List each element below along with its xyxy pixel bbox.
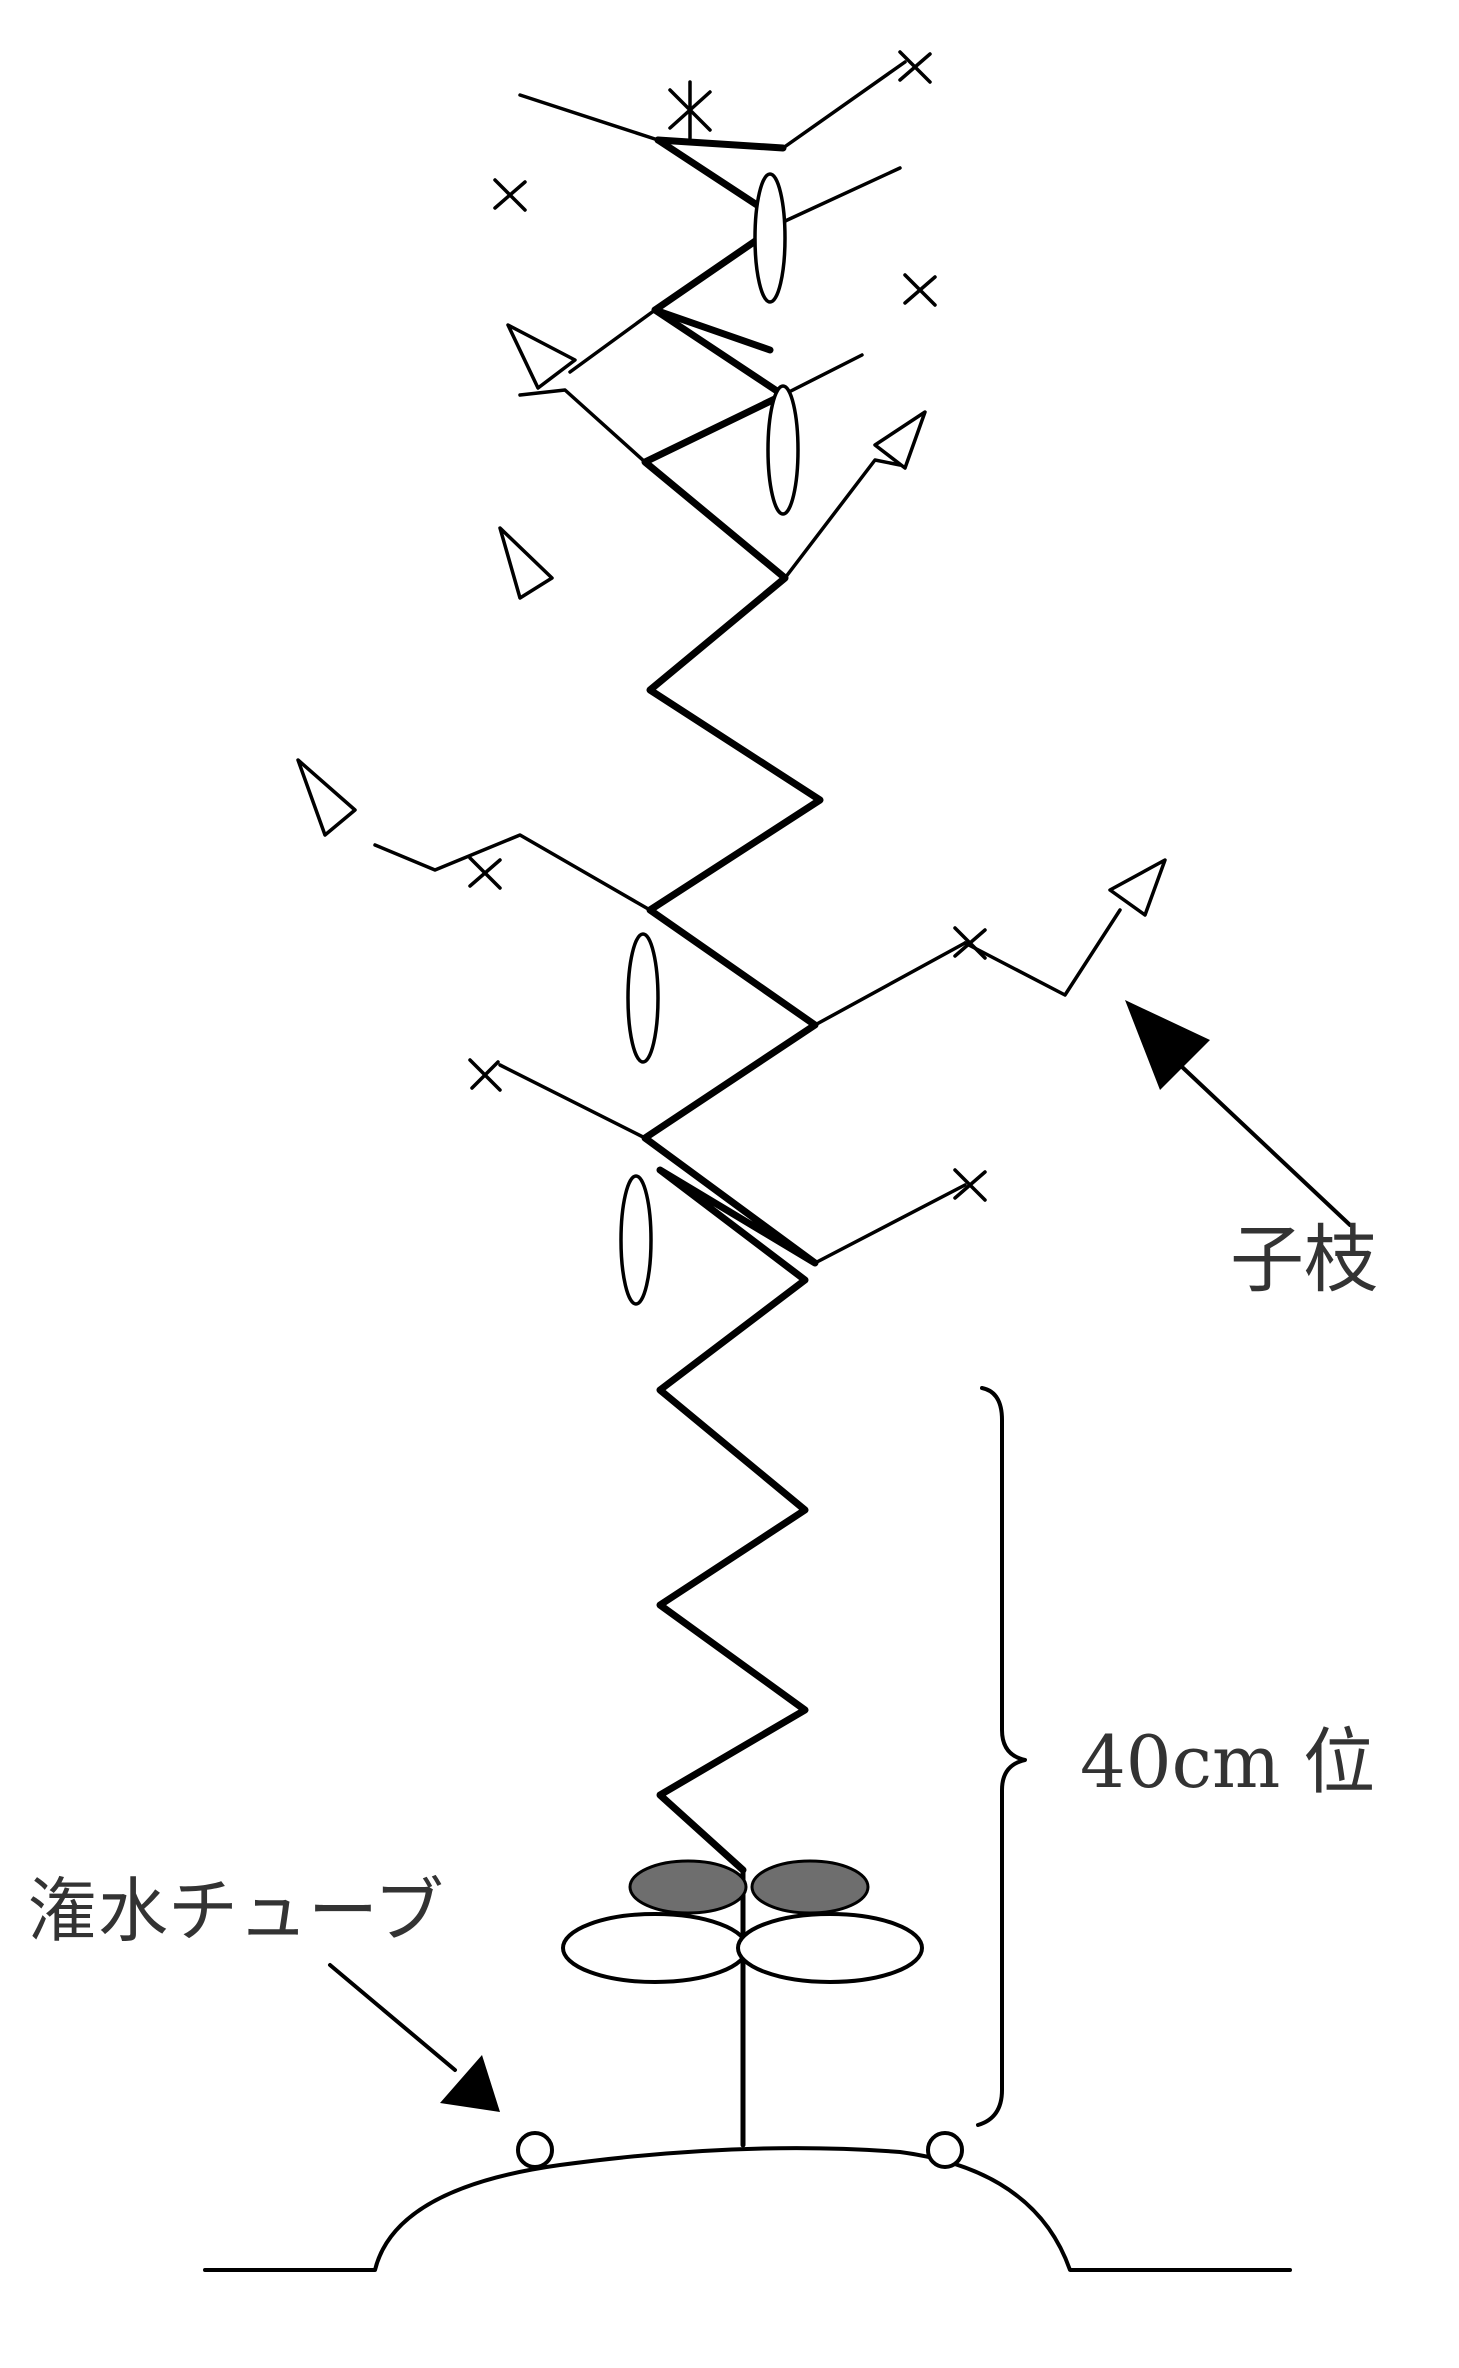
height-label: 40cm 位	[1080, 1720, 1375, 1804]
irrigation-tube-label: 潅水チューブ	[28, 1870, 444, 1952]
flower-ellipse	[766, 384, 800, 516]
pinch-mark-icon	[468, 856, 502, 890]
pinch-mark-icon	[953, 1168, 987, 1202]
flower-ellipse	[753, 172, 787, 304]
pinch-mark-icon	[668, 80, 712, 140]
ground-bed	[203, 2146, 1292, 2272]
bud-triangle-icon	[873, 410, 927, 470]
main-stem	[641, 136, 824, 1874]
tube-circle-icon	[516, 2131, 554, 2169]
side-branch	[654, 136, 787, 152]
cotyledon-right	[750, 1859, 870, 1915]
arrow-icon	[328, 1963, 457, 2072]
pinch-mark-icon	[468, 1058, 502, 1092]
bud-triangle-icon	[1108, 858, 1167, 917]
bud-triangle-icon	[296, 758, 357, 837]
flower-ellipse	[619, 1174, 653, 1306]
bud-triangle-icon	[498, 526, 554, 600]
height-brace	[976, 1386, 1027, 2127]
bud-markers	[296, 323, 1167, 917]
child-branch-label: 子枝	[1230, 1217, 1378, 1303]
bud-triangle-icon	[506, 323, 577, 390]
arrow-icon	[1125, 1000, 1210, 1090]
pinch-mark-icon	[493, 178, 527, 212]
cotyledon-left	[628, 1859, 748, 1915]
pinch-mark-icon	[903, 273, 937, 307]
pinch-mark-icon	[953, 926, 987, 960]
leaf-right	[736, 1912, 924, 1984]
pinch-mark-icon	[898, 50, 932, 84]
child-branches	[373, 60, 1122, 1265]
tube-circle-icon	[926, 2131, 964, 2169]
leaf-left	[561, 1912, 749, 1984]
pinch-marks	[468, 50, 987, 1202]
arrow-icon	[1178, 1063, 1352, 1227]
arrow-icon	[440, 2055, 500, 2112]
side-branch	[651, 306, 774, 354]
flower-ellipse	[626, 932, 660, 1064]
